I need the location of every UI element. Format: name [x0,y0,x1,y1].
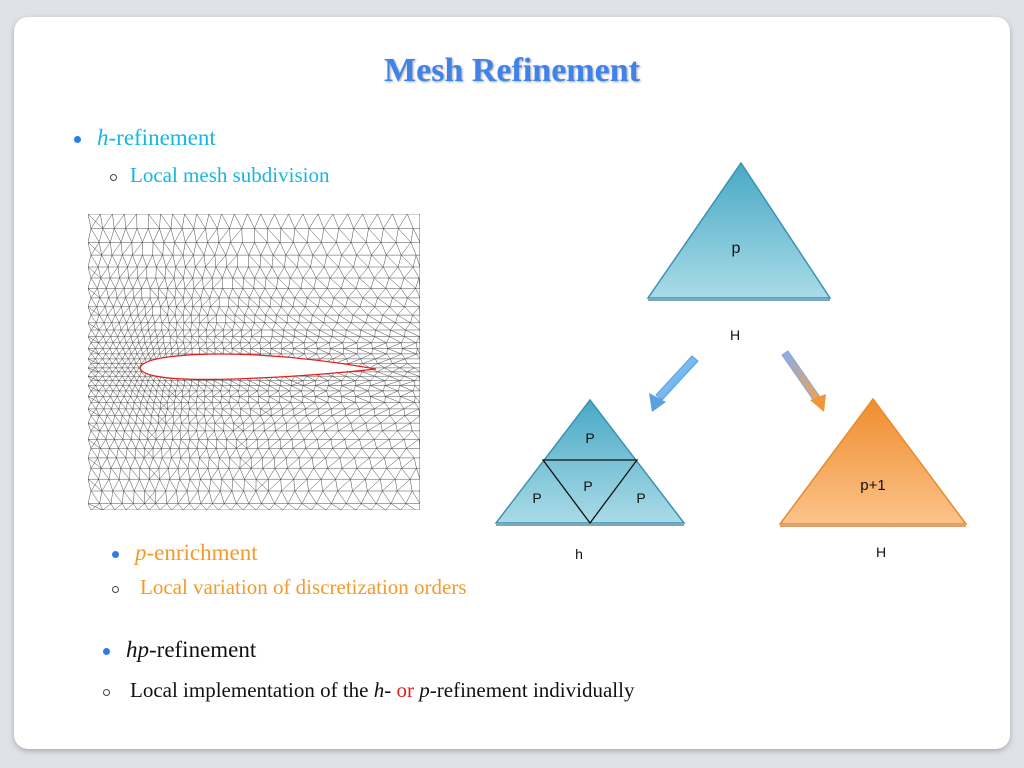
impl-text-a: Local implementation of the [130,678,374,702]
p-enrichment-text: -enrichment [146,540,258,565]
enriched-element-triangle [778,397,968,527]
left-triangle-h: h [575,546,583,562]
impl-text-b: - [384,678,397,702]
right-triangle-H: H [876,544,886,560]
airfoil-mesh-image [88,214,420,510]
bullet-hp-refinement: hp-refinement [103,637,256,663]
right-triangle-label: p+1 [860,477,885,494]
subdivided-element-triangle [494,398,686,526]
arrow-to-p-enrichment [781,350,826,412]
hp-italic: hp [126,637,149,662]
left-right-P: P [636,490,645,506]
impl-h: h [373,678,385,702]
top-triangle-H: H [730,327,740,343]
bullet-dot [112,551,119,559]
h-italic: h [97,125,109,150]
sub-bullet-local-implementation: Local implementation of the h- or p-refi… [103,678,634,703]
slide-background [14,17,1010,749]
sub-bullet-ring [110,173,117,181]
h-refinement-text: -refinement [108,125,216,150]
left-middle-P: P [583,478,592,494]
hp-refinement-text: -refinement [149,637,257,662]
local-variation-text: Local variation of discretization orders [140,575,467,599]
p-italic: p [135,540,147,565]
bullet-dot [74,136,81,144]
impl-text-c: -refinement individually [429,678,635,702]
sub-bullet-ring [112,585,119,593]
top-triangle-label: p [732,240,741,257]
slide-title: Mesh Refinement [384,52,640,89]
arrow-to-h-refinement [649,355,699,412]
bullet-h-refinement: h-refinement [74,125,216,151]
local-mesh-text: Local mesh subdivision [130,163,330,187]
impl-or: or [396,678,415,702]
left-left-P: P [532,490,541,506]
bullet-dot [103,648,110,656]
sub-bullet-local-mesh: Local mesh subdivision [110,163,329,188]
airfoil-shape [139,353,377,381]
left-top-P: P [585,430,594,446]
sub-bullet-ring [103,688,110,696]
refinement-diagram: p H P P P P h p+1 H [494,161,968,562]
impl-p: p [419,678,430,702]
parent-element-triangle [646,161,832,301]
bullet-p-enrichment: p-enrichment [112,540,258,566]
sub-bullet-local-variation: Local variation of discretization orders [112,575,467,600]
